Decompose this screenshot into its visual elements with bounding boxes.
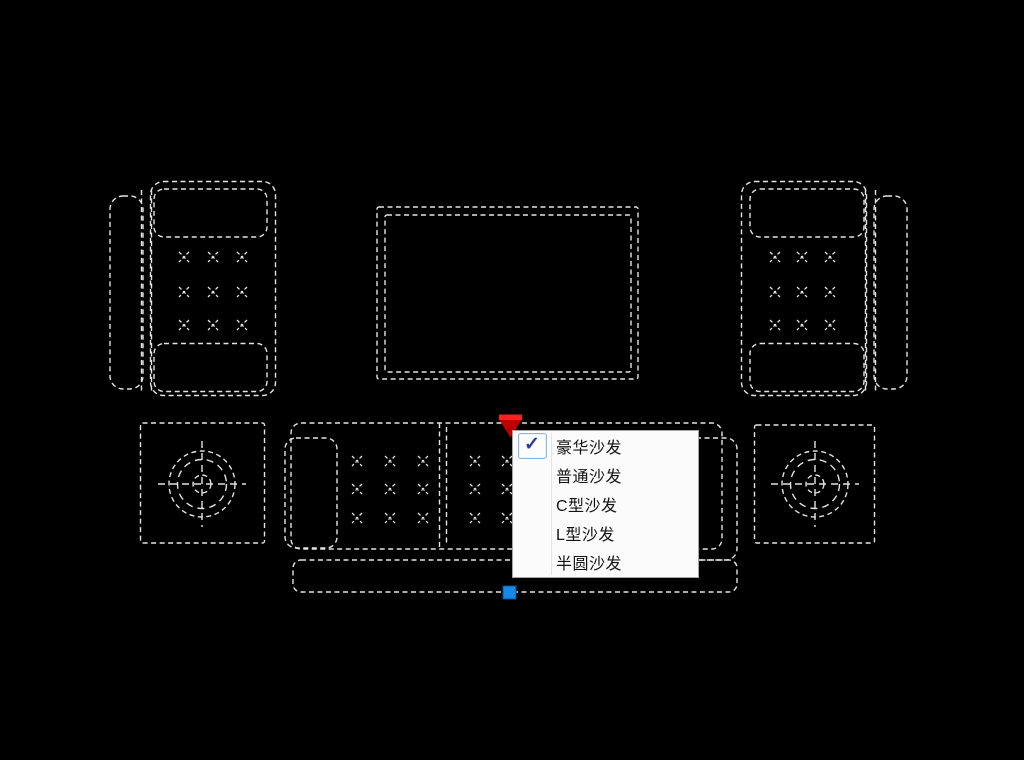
menu-item-label: 普通沙发	[556, 468, 623, 486]
side-table-left-top	[139, 422, 266, 544]
armchair-right-armrest	[873, 195, 908, 390]
visibility-option-4[interactable]: L型沙发	[513, 519, 698, 548]
side-table-right-centermark	[771, 441, 859, 527]
armchair-right-body	[740, 180, 868, 397]
menu-item-label: C型沙发	[556, 497, 618, 515]
armchair-right-tuft-marks	[769, 251, 836, 331]
visibility-grip[interactable]	[499, 414, 522, 438]
side-table-left-centermark	[158, 441, 246, 527]
armchair-right[interactable]	[740, 180, 908, 397]
sofa-tuft-marks-seat1	[351, 455, 429, 524]
menu-icon-cell	[513, 492, 551, 516]
menu-item-label: 豪华沙发	[556, 439, 623, 457]
red-triangle-down-icon	[499, 414, 522, 420]
menu-gutter-separator	[551, 433, 552, 575]
sofa-cushion-divider	[438, 423, 448, 549]
coffee-table-outer	[376, 206, 639, 380]
blue-square-grip-icon[interactable]	[502, 585, 517, 600]
menu-item-label: 半圆沙发	[556, 556, 623, 574]
side-table-right[interactable]	[753, 424, 876, 544]
armchair-left-cushion-top	[153, 188, 268, 238]
visibility-option-5[interactable]: 半圆沙发	[513, 548, 698, 577]
armchair-right-cushion-bottom	[749, 342, 865, 393]
side-table-right-top	[753, 424, 876, 544]
menu-icon-cell	[513, 550, 551, 574]
menu-icon-cell: ✓	[513, 432, 551, 459]
menu-item-label: L型沙发	[556, 527, 615, 545]
menu-icon-cell	[513, 463, 551, 487]
armchair-left-tuft-marks	[178, 251, 248, 331]
armchair-left-armrest	[109, 195, 144, 390]
checkbox: ✓	[517, 432, 547, 459]
side-table-left[interactable]	[139, 422, 266, 544]
sofa-armrest-left	[284, 437, 338, 549]
visibility-option-2[interactable]: 普通沙发	[513, 460, 698, 489]
coffee-table-inner	[384, 214, 632, 373]
coffee-table-center[interactable]	[376, 206, 639, 380]
armchair-right-cushion-top	[749, 188, 865, 238]
armchair-left[interactable]	[109, 180, 277, 397]
visibility-states-menu[interactable]: ✓ 豪华沙发 普通沙发 C型沙发	[512, 430, 699, 578]
armchair-left-cushion-bottom	[153, 342, 268, 393]
visibility-option-1[interactable]: ✓ 豪华沙发	[513, 431, 698, 460]
check-icon: ✓	[524, 434, 540, 456]
armchair-left-body	[149, 180, 277, 397]
red-triangle-down-icon	[499, 420, 522, 438]
menu-icon-cell	[513, 521, 551, 545]
visibility-option-3[interactable]: C型沙发	[513, 489, 698, 518]
